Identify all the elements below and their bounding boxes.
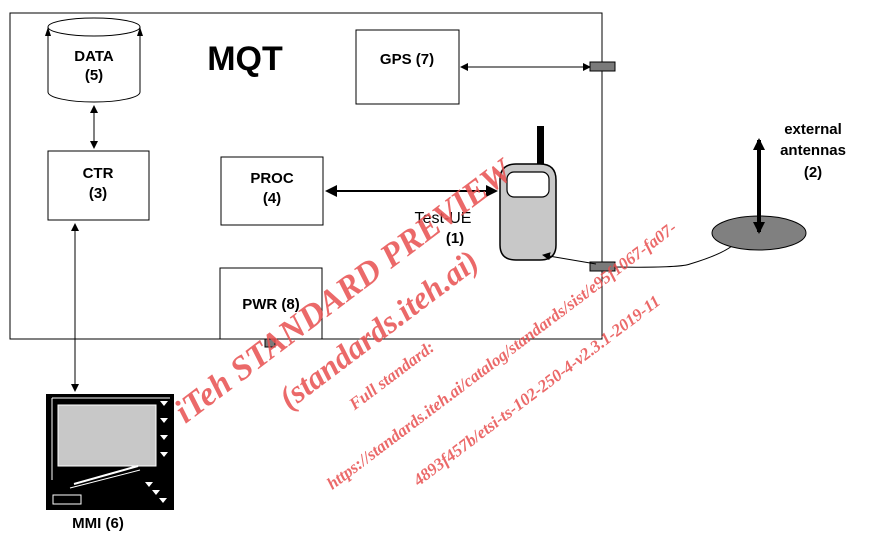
data-block: DATA (5) (45, 18, 143, 102)
ctr-name: CTR (83, 165, 114, 182)
mqt-title: MQT (207, 40, 283, 78)
proc-name: PROC (250, 170, 294, 187)
mmi-display (46, 394, 174, 510)
proc-block: PROC (4) (221, 157, 323, 225)
data-name: DATA (74, 48, 114, 65)
mmi-label: MMI (6) (72, 515, 124, 532)
gps-label: GPS (7) (380, 51, 434, 68)
data-num: (5) (85, 67, 103, 84)
antennas-num: (2) (804, 164, 822, 181)
antennas-line1: external (784, 121, 842, 138)
ctr-num: (3) (89, 185, 107, 202)
ctr-block: CTR (3) (48, 151, 149, 220)
antennas-line2: antennas (780, 142, 846, 159)
gps-block: GPS (7) (356, 30, 459, 104)
gps-connector (590, 62, 615, 71)
proc-num: (4) (263, 190, 281, 207)
